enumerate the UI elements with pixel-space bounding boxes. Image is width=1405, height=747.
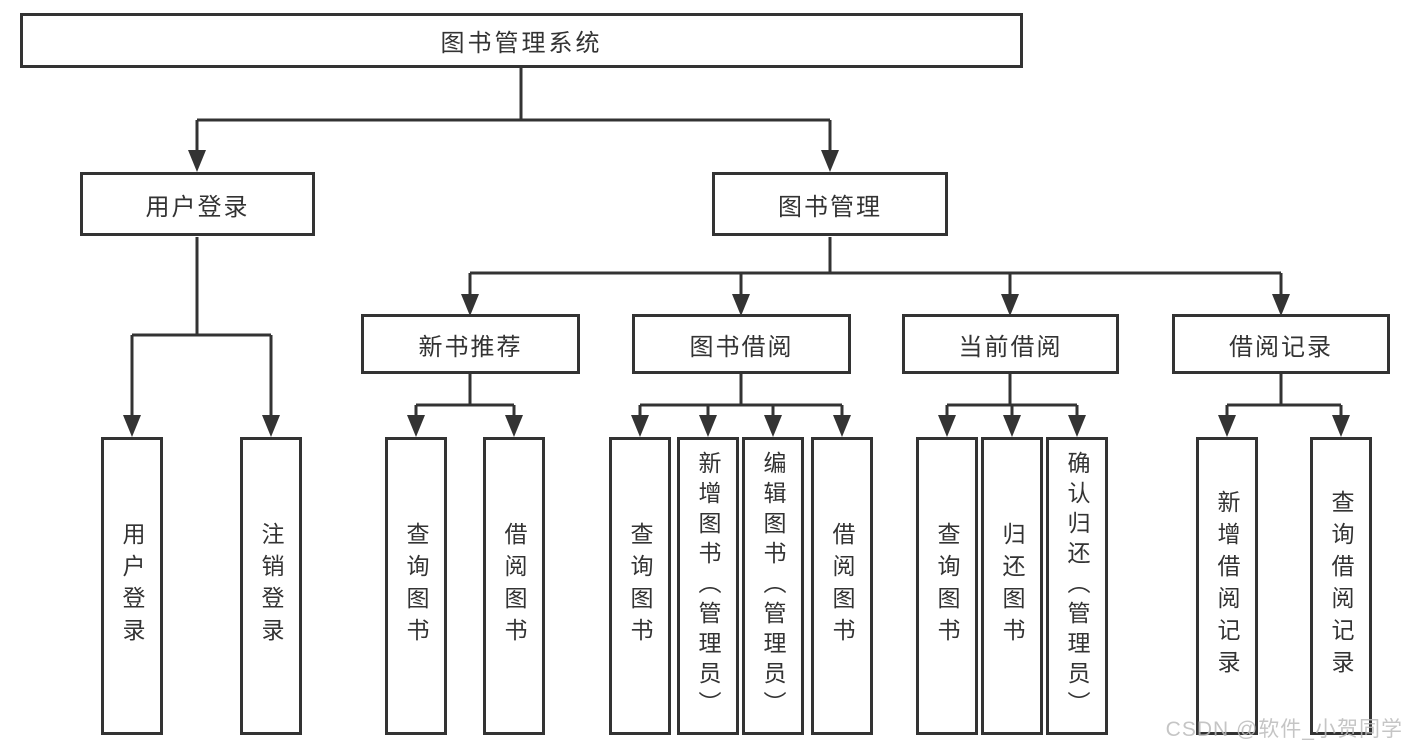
leaf-query-borrow-record: 查询借阅记录 xyxy=(1310,437,1372,735)
leaf-add-borrow-record: 新增借阅记录 xyxy=(1196,437,1258,735)
leaf-confirm-return-admin: 确认归还（管理员） xyxy=(1046,437,1108,735)
leaf-borrow-book-recommend: 借阅图书 xyxy=(483,437,545,735)
leaf-user-login: 用户登录 xyxy=(101,437,163,735)
csdn-watermark: CSDN @软件_小贺同学 xyxy=(1165,718,1403,741)
leaf-borrow-book: 借阅图书 xyxy=(811,437,873,735)
leaf-return-book: 归还图书 xyxy=(981,437,1043,735)
node-book-management: 图书管理 xyxy=(712,172,948,236)
node-borrow-record: 借阅记录 xyxy=(1172,314,1390,374)
node-current-borrow: 当前借阅 xyxy=(902,314,1119,374)
node-book-borrow: 图书借阅 xyxy=(632,314,851,374)
leaf-query-book-current: 查询图书 xyxy=(916,437,978,735)
node-user-login: 用户登录 xyxy=(80,172,315,236)
leaf-query-book-borrow: 查询图书 xyxy=(609,437,671,735)
leaf-logout: 注销登录 xyxy=(240,437,302,735)
leaf-edit-book-admin: 编辑图书（管理员） xyxy=(742,437,804,735)
node-library-management-system: 图书管理系统 xyxy=(20,13,1023,68)
node-new-book-recommend: 新书推荐 xyxy=(361,314,580,374)
leaf-add-book-admin: 新增图书（管理员） xyxy=(677,437,739,735)
leaf-query-book-recommend: 查询图书 xyxy=(385,437,447,735)
